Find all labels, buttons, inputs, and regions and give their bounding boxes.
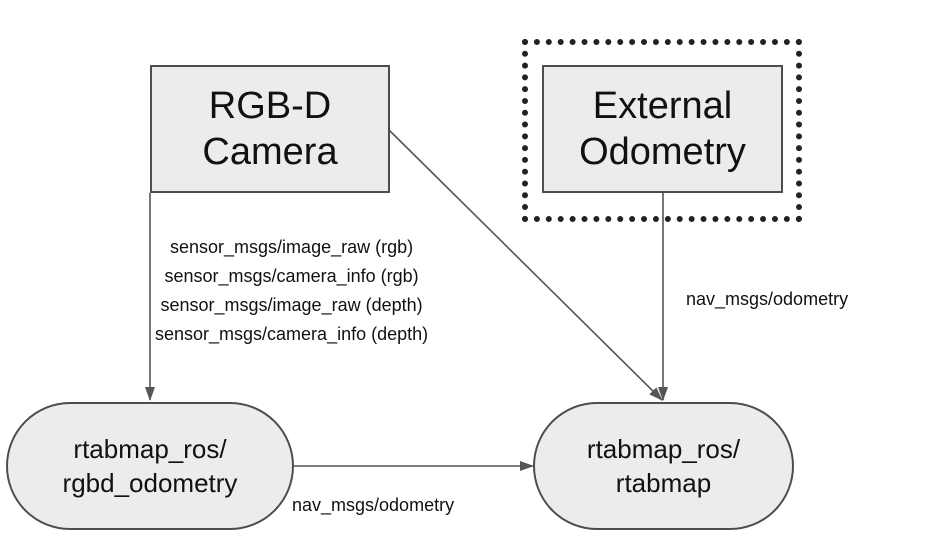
rgbd-odometry-label-line2: rgbd_odometry [62, 468, 238, 498]
rgbd-odometry-node: rtabmap_ros/ rgbd_odometry [6, 402, 294, 530]
rgbd-odometry-topic-text: nav_msgs/odometry [292, 495, 455, 515]
camera-topic-depth-image: sensor_msgs/image_raw (depth) [160, 295, 423, 315]
rtabmap-node: rtabmap_ros/ rtabmap [533, 402, 794, 530]
camera-topic-depth-info: sensor_msgs/camera_info (depth) [155, 324, 429, 344]
rtabmap-label-line1: rtabmap_ros/ [586, 434, 741, 464]
rgbd-camera-label-line2: Camera [202, 131, 338, 173]
external-odometry-label-line1: External [592, 85, 733, 127]
arrow-camera-to-rtabmap [388, 129, 663, 401]
rgbd-odometry-label-line1: rtabmap_ros/ [73, 434, 227, 464]
camera-topic-rgb-image: sensor_msgs/image_raw (rgb) [170, 237, 414, 257]
external-odometry-topic-text: nav_msgs/odometry [686, 289, 849, 309]
camera-topic-rgb-info: sensor_msgs/camera_info (rgb) [164, 266, 419, 286]
rtabmap-label-line2: rtabmap [615, 468, 712, 498]
external-odometry-optional-frame [522, 39, 802, 222]
external-odometry-node: External Odometry [542, 65, 783, 193]
external-odometry-label-line2: Odometry [579, 131, 746, 173]
rgbd-camera-node: RGB-D Camera [150, 65, 390, 193]
rgbd-odometry-topic-label: nav_msgs/odometry [292, 491, 454, 520]
external-odometry-topic-label: nav_msgs/odometry [686, 285, 848, 314]
camera-topics-label: sensor_msgs/image_raw (rgb) sensor_msgs/… [155, 233, 428, 349]
rgbd-camera-label-line1: RGB-D [208, 85, 332, 127]
